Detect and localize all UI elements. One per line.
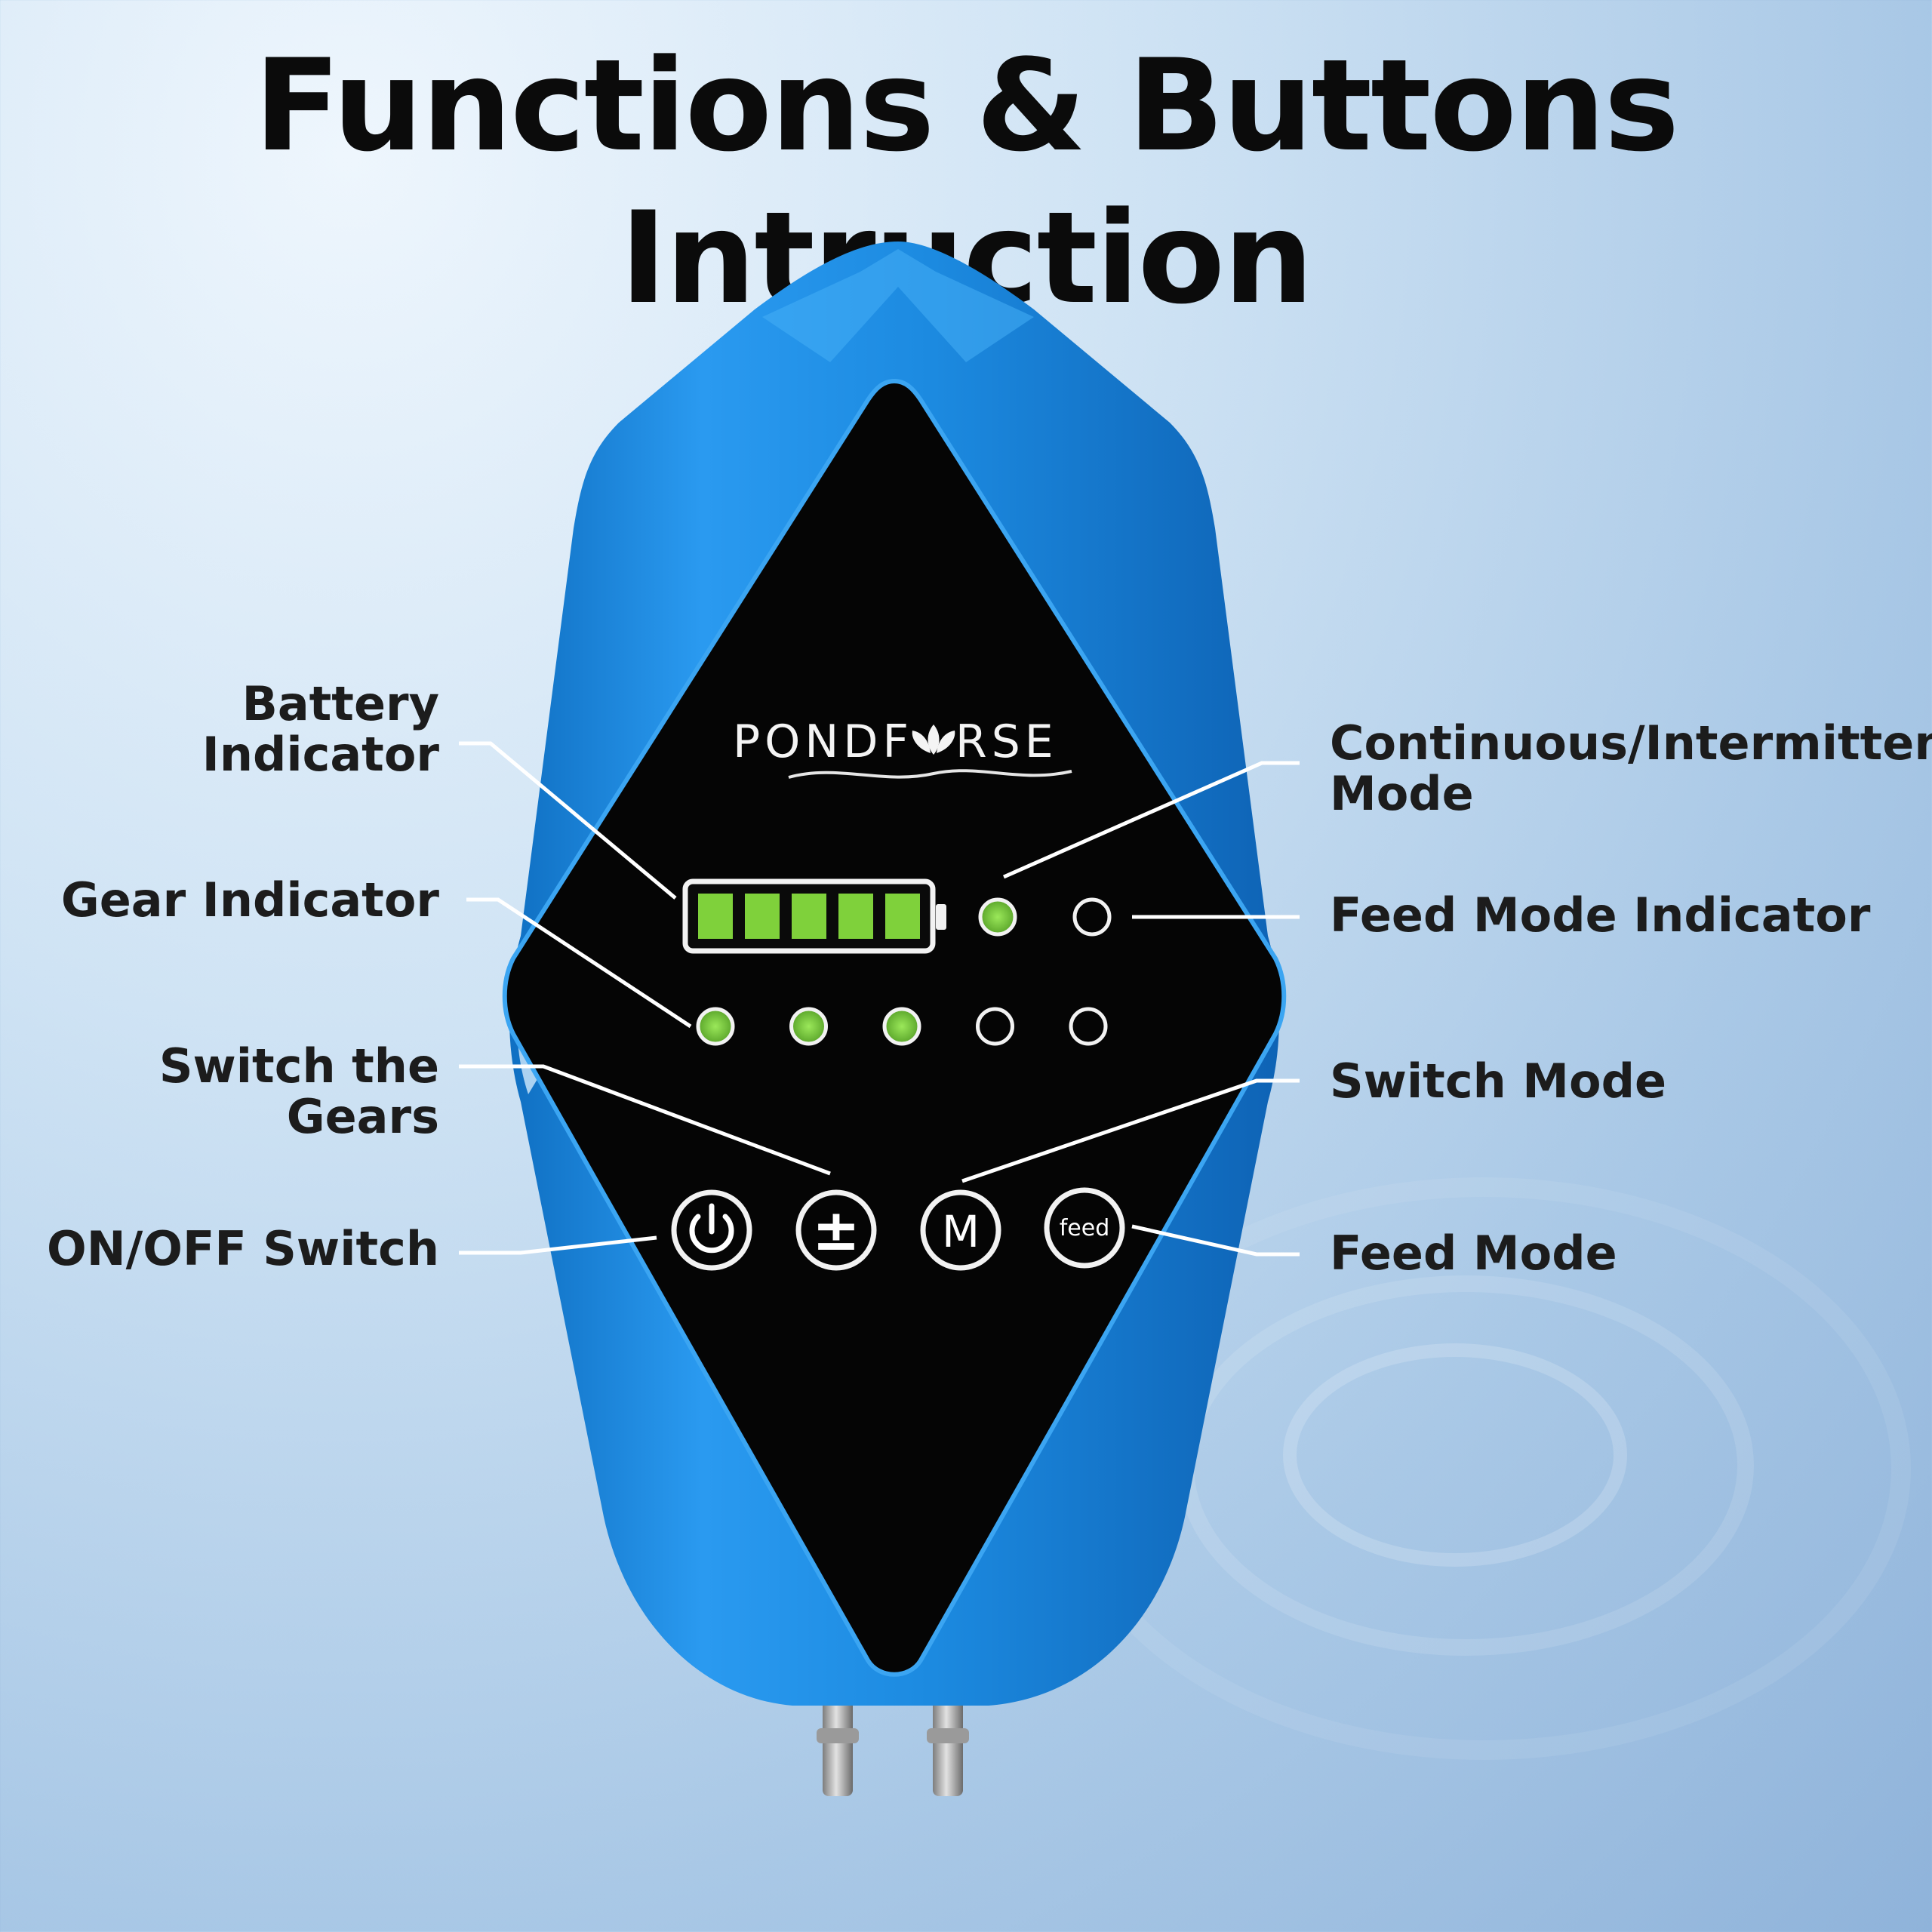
svg-text:PONDF: PONDF	[733, 715, 913, 768]
battery-cell	[745, 894, 780, 939]
battery-cell	[792, 894, 826, 939]
feed-mode-led	[1072, 897, 1112, 937]
label-battery-line-1: Battery	[242, 676, 439, 731]
gear-indicator	[696, 1007, 1108, 1046]
lotus-icon	[912, 724, 955, 755]
gear-led	[696, 1007, 735, 1046]
brand-logo: PONDF RSE	[733, 715, 1072, 779]
gear-led	[882, 1007, 921, 1046]
label-gear-indicator: Gear Indicator	[60, 872, 439, 928]
label-on-off-switch: ON/OFF Switch	[47, 1221, 439, 1276]
gear-switch-button[interactable]: ±	[795, 1189, 877, 1271]
svg-text:RSE: RSE	[955, 715, 1058, 768]
mode-button[interactable]: M	[920, 1189, 1001, 1271]
mode-icon: M	[942, 1206, 980, 1257]
label-switch-gears: Switch the Gears	[158, 1038, 439, 1144]
label-continuous-line-1: Continuous/Intermittent	[1330, 715, 1932, 771]
power-icon	[689, 1203, 734, 1254]
battery-cell	[885, 894, 920, 939]
continuous-mode-led	[978, 897, 1017, 937]
feed-icon: feed	[1060, 1215, 1110, 1241]
label-switch-mode: Switch Mode	[1330, 1054, 1667, 1109]
label-continuous-line-2: Mode	[1330, 765, 1474, 821]
power-button[interactable]	[671, 1189, 752, 1271]
battery-indicator	[682, 878, 946, 954]
callout-lines	[459, 741, 1300, 1257]
battery-cell	[838, 894, 873, 939]
battery-cell	[698, 894, 733, 939]
feed-button[interactable]: feed	[1044, 1187, 1125, 1269]
label-battery-line-2: Indicator	[202, 726, 439, 782]
air-outlet-pipes	[817, 1690, 969, 1796]
gear-led	[976, 1007, 1014, 1046]
label-feed-mode-indicator: Feed Mode Indicator	[1330, 888, 1871, 943]
gear-led	[1069, 1007, 1108, 1046]
gear-led	[789, 1007, 828, 1046]
label-feed-mode: Feed Mode	[1330, 1226, 1617, 1281]
label-continuous-mode: Continuous/Intermittent Mode	[1330, 718, 1932, 820]
label-battery-indicator: Battery Indicator	[202, 676, 439, 782]
plus-minus-icon: ±	[812, 1196, 860, 1263]
